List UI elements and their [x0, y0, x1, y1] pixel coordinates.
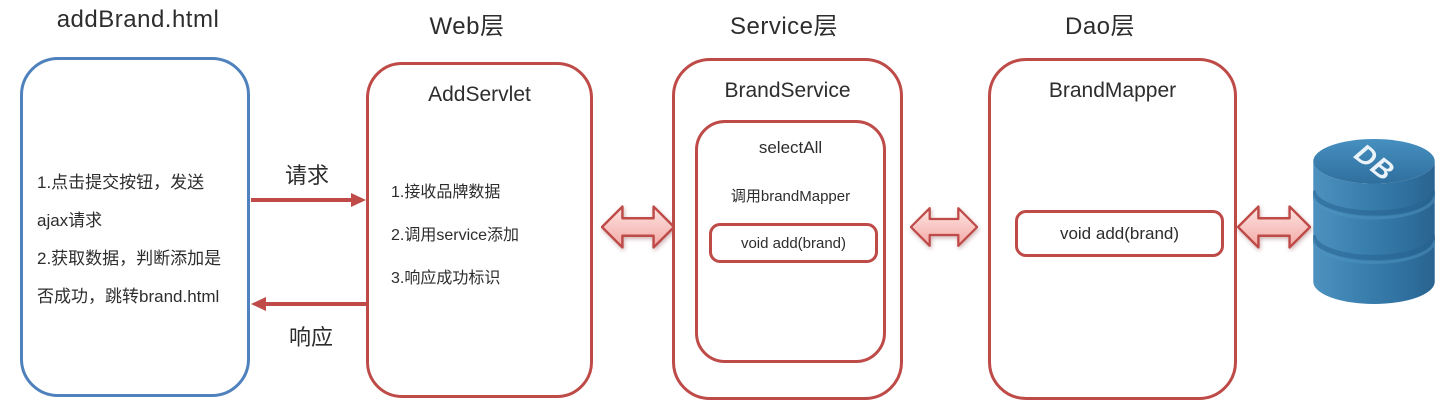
- response-label: 响应: [288, 325, 333, 350]
- service-method-signature: void add(brand): [740, 234, 847, 252]
- web-box-item: 2.调用service添加: [391, 227, 520, 244]
- response-arrow-icon: [251, 297, 367, 311]
- dao-method-signature: void add(brand): [1059, 223, 1180, 243]
- client-note-line: 否成功，跳转brand.html: [37, 287, 220, 306]
- client-notes: 1.点击提交按钮，发送 ajax请求 2.获取数据，判断添加是 否成功，跳转br…: [37, 164, 249, 316]
- service-box: BrandService selectAll 调用brandMapper voi…: [672, 58, 903, 400]
- dao-box: BrandMapper void add(brand): [988, 58, 1237, 400]
- dao-layer-title: Dao层: [1064, 13, 1136, 40]
- request-arrow-icon: [251, 193, 366, 207]
- client-note-line: 1.点击提交按钮，发送: [37, 173, 205, 192]
- web-box: AddServlet 1.接收品牌数据 2.调用service添加 3.响应成功…: [366, 62, 593, 398]
- db-cylinder-icon: DB: [1313, 139, 1435, 304]
- service-call-note: 调用brandMapper: [730, 188, 851, 205]
- web-box-header: AddServlet: [428, 83, 531, 106]
- bidirectional-arrow-icon: [910, 207, 978, 247]
- client-note-line: 2.获取数据，判断添加是: [37, 249, 222, 268]
- client-note-line: ajax请求: [37, 211, 103, 230]
- client-layer-title: addBrand.html: [56, 6, 220, 33]
- web-box-items: 1.接收品牌数据 2.调用service添加 3.响应成功标识: [391, 171, 519, 300]
- service-method-header: selectAll: [758, 138, 823, 157]
- dao-method-signature-box: void add(brand): [1015, 210, 1224, 257]
- request-label: 请求: [284, 163, 329, 188]
- bidirectional-arrow-icon: [601, 205, 675, 249]
- web-box-item: 1.接收品牌数据: [391, 184, 501, 201]
- bidirectional-arrow-icon: [1237, 205, 1311, 249]
- dao-box-header: BrandMapper: [1048, 79, 1177, 102]
- web-layer-title: Web层: [429, 13, 505, 40]
- web-box-item: 3.响应成功标识: [391, 270, 501, 287]
- client-box: 1.点击提交按钮，发送 ajax请求 2.获取数据，判断添加是 否成功，跳转br…: [20, 57, 250, 397]
- service-box-header: BrandService: [724, 79, 851, 102]
- service-method-box: selectAll 调用brandMapper void add(brand): [695, 120, 886, 363]
- service-layer-title: Service层: [729, 13, 839, 40]
- service-method-signature-box: void add(brand): [709, 223, 878, 263]
